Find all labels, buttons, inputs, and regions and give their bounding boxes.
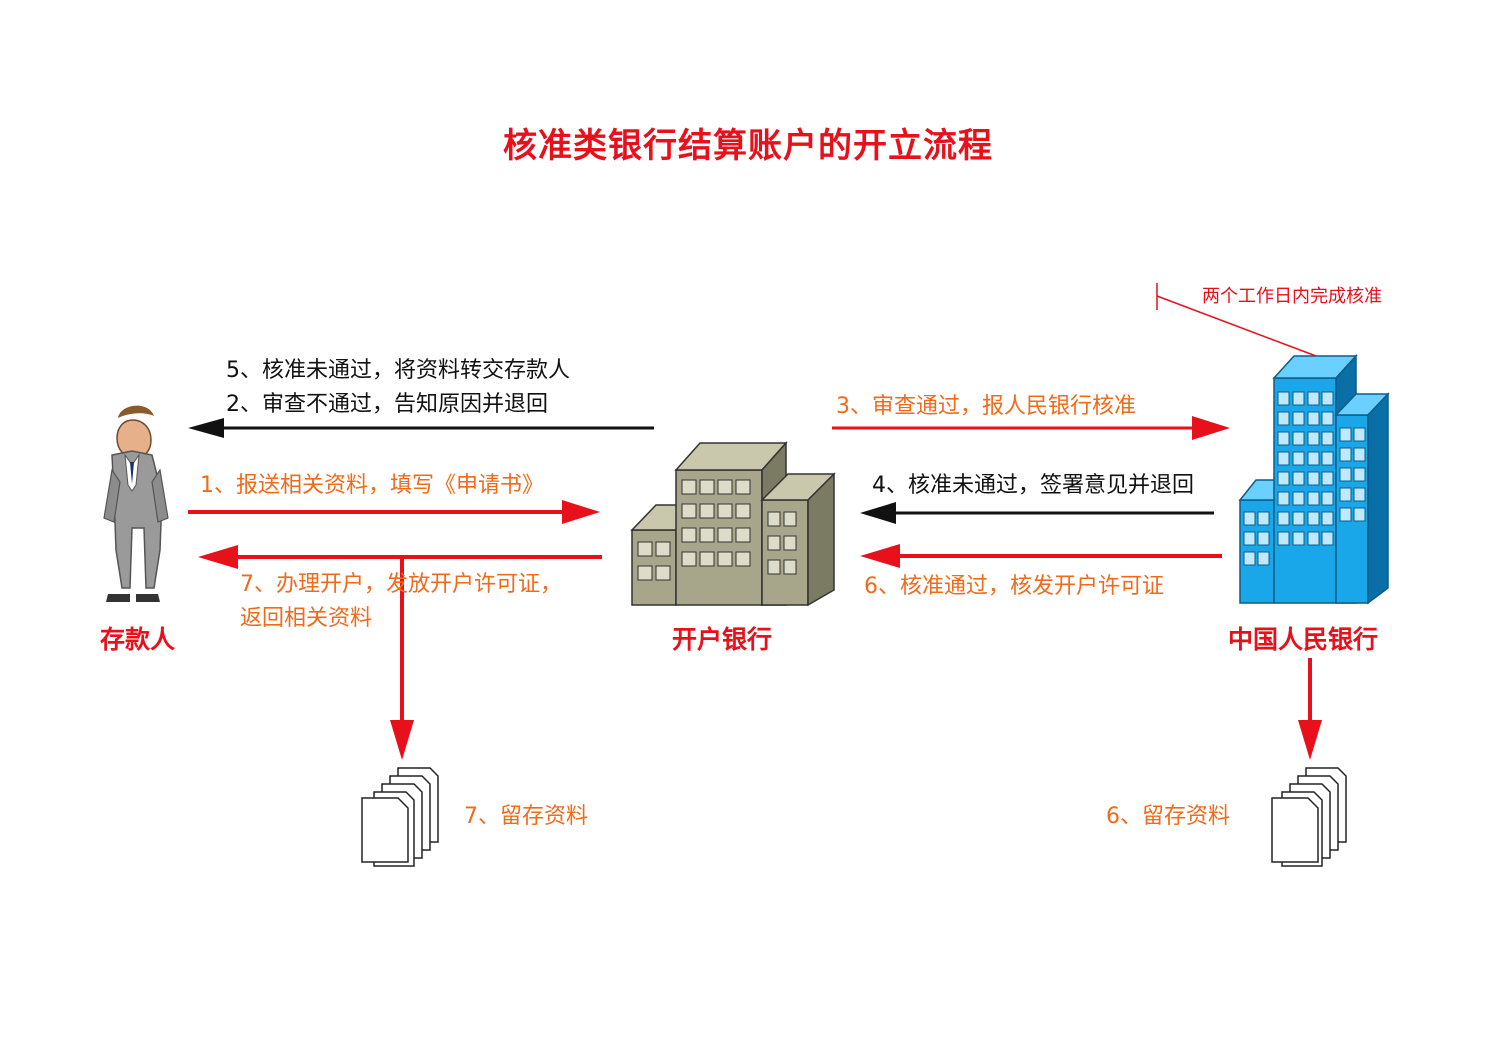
arrow-step-3 [832, 416, 1230, 440]
arrow-archive-bank [390, 557, 414, 760]
arrow-step-6 [860, 544, 1222, 568]
step-2-label: 2、审查不通过，告知原因并退回 [226, 392, 548, 417]
node-bank-label: 开户银行 [672, 625, 773, 654]
archive-pboc-label: 6、留存资料 [1106, 804, 1230, 829]
depositor-person-icon [103, 405, 169, 602]
arrow-step-7 [198, 545, 602, 569]
step-1-label: 1、报送相关资料，填写《申请书》 [200, 473, 544, 498]
node-depositor-label: 存款人 [100, 625, 176, 654]
note-callout [1156, 283, 1317, 357]
step-3-label: 3、审查通过，报人民银行核准 [836, 394, 1136, 419]
opening-bank-building-icon [630, 441, 836, 607]
documents-icon-pboc [1271, 767, 1347, 867]
step-7-label-line2: 返回相关资料 [240, 606, 373, 631]
step-4-label: 4、核准未通过，签署意见并退回 [872, 473, 1194, 498]
arrow-step-2-5 [188, 418, 654, 438]
arrow-step-4 [860, 502, 1214, 524]
step-7-label-line1: 7、办理开户，发放开户许可证， [240, 572, 562, 597]
approval-time-note: 两个工作日内完成核准 [1202, 286, 1382, 307]
diagram-title: 核准类银行结算账户的开立流程 [503, 126, 993, 166]
documents-icon-bank [361, 767, 439, 867]
archive-bank-label: 7、留存资料 [464, 804, 588, 829]
arrow-step-1 [188, 500, 600, 524]
node-pboc-label: 中国人民银行 [1228, 625, 1379, 654]
step-6-label: 6、核准通过，核发开户许可证 [864, 574, 1164, 599]
pboc-building-icon [1238, 354, 1390, 605]
step-5-label: 5、核准未通过，将资料转交存款人 [226, 358, 570, 383]
arrow-archive-pboc [1298, 658, 1322, 760]
